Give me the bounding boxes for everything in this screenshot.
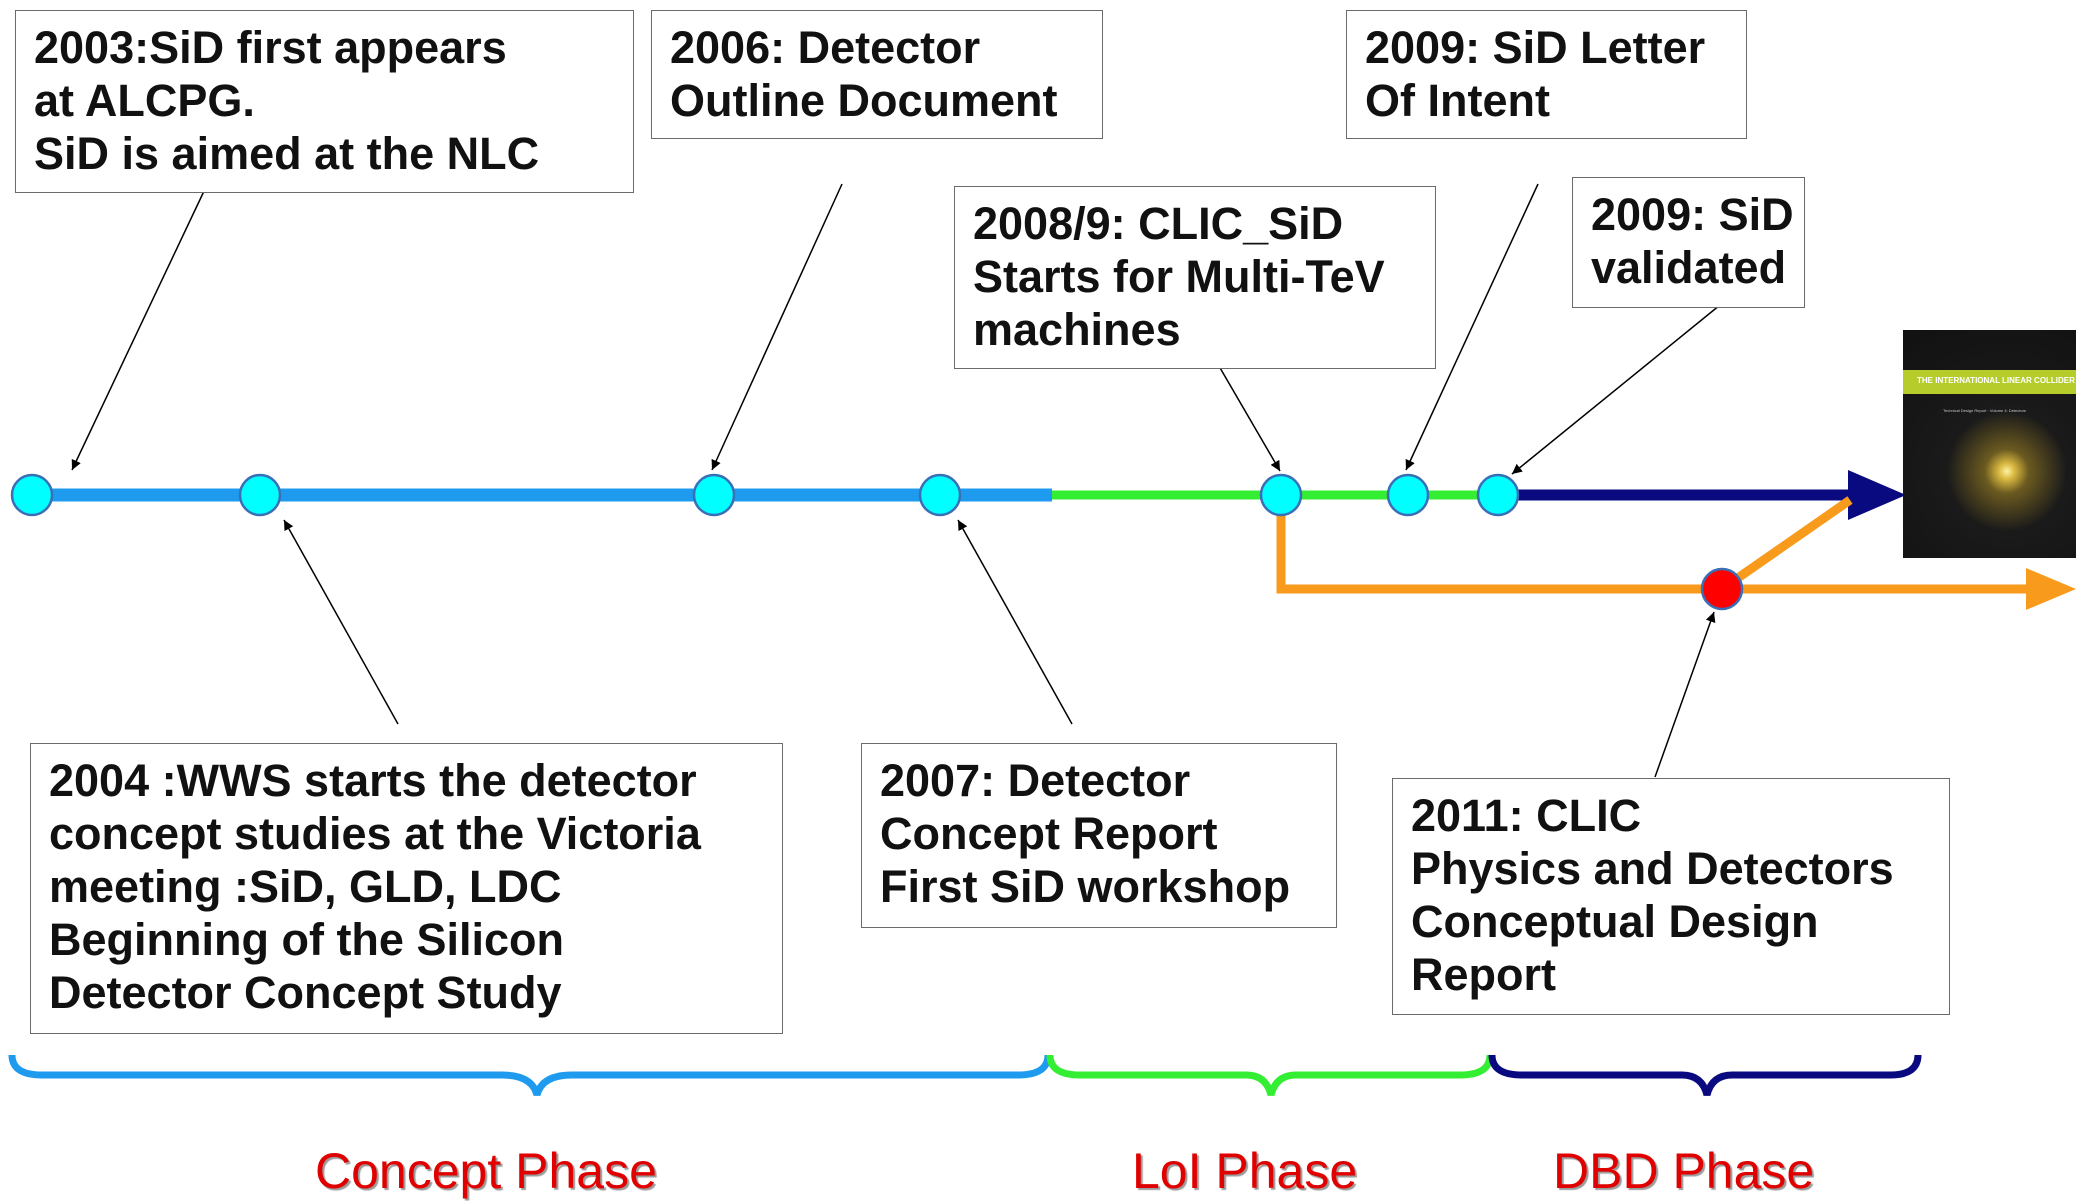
milestone-2008-box: 2008/9: CLIC_SiD Starts for Multi-TeV ma… <box>954 186 1436 369</box>
milestone-text-line: Starts for Multi-TeV <box>973 251 1385 302</box>
milestone-text-line: Detector Concept Study <box>49 967 562 1018</box>
milestone-text-line: 2006: Detector <box>670 22 981 73</box>
node-2003 <box>10 473 54 517</box>
concept-phase-label: Concept Phase <box>315 1143 657 1199</box>
milestone-text-line: Outline Document <box>670 75 1058 126</box>
dbd-arrowhead <box>1848 470 1906 520</box>
milestone-text-line: validated <box>1591 242 1787 293</box>
node-2008 <box>1259 473 1303 517</box>
concept-phase-brace <box>8 1054 1052 1097</box>
node-2011 <box>1700 567 1744 611</box>
milestone-text-line: Concept Report <box>880 808 1218 859</box>
milestone-2007-box: 2007: Detector Concept Report First SiD … <box>861 743 1337 928</box>
milestone-text-line: 2003:SiD first appears <box>34 22 507 73</box>
milestone-text-line: 2007: Detector <box>880 755 1191 806</box>
pointer-2004 <box>283 519 399 725</box>
milestone-text-line: 2009: SiD <box>1591 189 1794 240</box>
milestone-2009-validated-box: 2009: SiD validated <box>1572 177 1805 308</box>
milestone-text-line: Report <box>1411 949 1556 1000</box>
milestone-2004-box: 2004 :WWS starts the detector concept st… <box>30 743 783 1034</box>
clic-to-report-line <box>1719 496 1853 593</box>
loi-phase-brace <box>1046 1054 1494 1097</box>
pointer-2003 <box>71 188 206 471</box>
milestone-text-line: Physics and Detectors <box>1411 843 1894 894</box>
milestone-text-line: SiD is aimed at the NLC <box>34 128 540 179</box>
milestone-text-line: 2004 :WWS starts the detector <box>49 755 697 806</box>
pointer-2009-validated <box>1511 304 1721 475</box>
milestone-text-line: meeting :SiD, GLD, LDC <box>49 861 562 912</box>
milestone-2009-loi-box: 2009: SiD Letter Of Intent <box>1346 10 1747 139</box>
pointer-2009-loi <box>1405 183 1539 471</box>
dbd-phase-brace <box>1488 1054 1922 1097</box>
loi-phase-label: LoI Phase <box>1132 1143 1358 1199</box>
milestone-2011-box: 2011: CLIC Physics and Detectors Concept… <box>1392 778 1950 1015</box>
clic-arrowhead <box>2026 568 2076 610</box>
cover-title-band <box>1903 370 2076 394</box>
milestone-text-line: First SiD workshop <box>880 861 1291 912</box>
milestone-text-line: Beginning of the Silicon <box>49 914 564 965</box>
cover-title: THE INTERNATIONAL LINEAR COLLIDER <box>1917 376 2075 385</box>
milestone-text-line: concept studies at the Victoria <box>49 808 701 859</box>
milestone-text-line: 2009: SiD Letter <box>1365 22 1706 73</box>
clic-branch-line <box>1276 510 2030 594</box>
milestone-text-line: machines <box>973 304 1181 355</box>
pointer-2007 <box>957 519 1073 725</box>
ilc-report-cover-image: THE INTERNATIONAL LINEAR COLLIDER Techni… <box>1903 330 2076 558</box>
node-2009-validated <box>1476 473 1520 517</box>
milestone-text-line: at ALCPG. <box>34 75 255 126</box>
node-2004 <box>238 473 282 517</box>
milestone-2003-box: 2003:SiD first appears at ALCPG. SiD is … <box>15 10 634 193</box>
milestone-text-line: Conceptual Design <box>1411 896 1819 947</box>
node-2006 <box>692 473 736 517</box>
milestone-text-line: Of Intent <box>1365 75 1550 126</box>
milestone-text-line: 2011: CLIC <box>1411 790 1642 841</box>
milestone-2006-box: 2006: Detector Outline Document <box>651 10 1103 139</box>
pointer-2011 <box>1654 611 1716 778</box>
milestone-text-line: 2008/9: CLIC_SiD <box>973 198 1344 249</box>
dbd-phase-label: DBD Phase <box>1553 1143 1815 1199</box>
node-2007 <box>918 473 962 517</box>
cover-subtitle: Technical Design Report · Volume 4: Dete… <box>1943 408 2026 413</box>
node-2009-loi <box>1386 473 1430 517</box>
pointer-2006 <box>711 183 843 471</box>
